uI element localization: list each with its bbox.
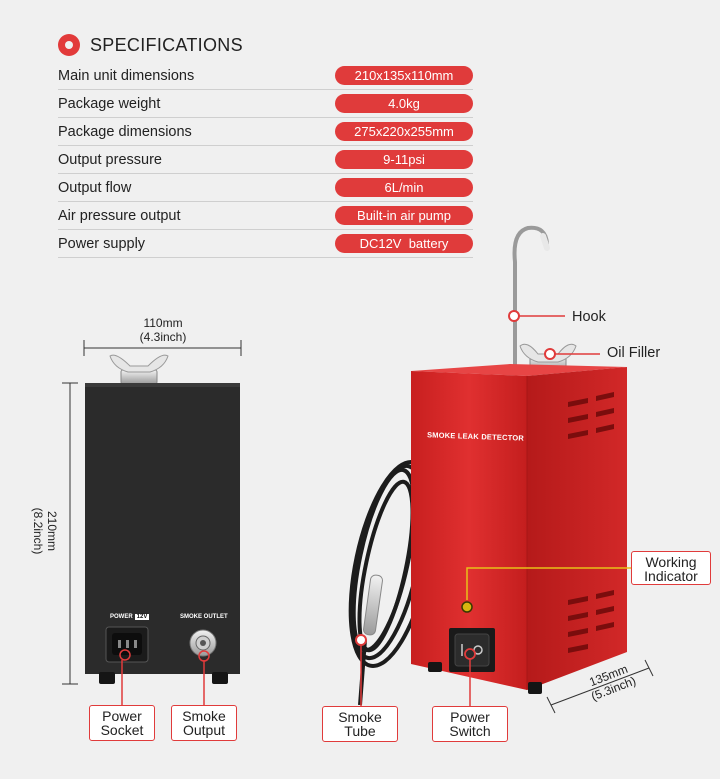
spec-label: Air pressure output — [58, 207, 181, 224]
callout-line1: Smoke — [182, 708, 226, 724]
callout-line2: Indicator — [644, 568, 698, 584]
spec-label: Package dimensions — [58, 123, 192, 140]
spec-row: Output flow 6L/min — [58, 174, 473, 202]
callout-line1: Power — [102, 708, 142, 724]
smoke-tube-callout: Smoke Tube — [322, 706, 398, 742]
spec-row: Output pressure 9-11psi — [58, 146, 473, 174]
spec-value-badge: 9-11psi — [335, 150, 473, 169]
width-inch: (4.3inch) — [139, 330, 187, 344]
callout-line2: Socket — [100, 722, 144, 738]
power-text: POWER — [110, 614, 133, 620]
foot — [212, 672, 228, 684]
device-side — [527, 367, 627, 690]
callout-line1: Smoke — [338, 709, 382, 725]
hook-label: Hook — [572, 309, 606, 325]
spec-label: Output pressure — [58, 151, 162, 168]
spec-row: Air pressure output Built-in air pump — [58, 202, 473, 230]
power-panel-label: POWER 12V — [110, 614, 150, 620]
smoke-outlet-panel-label: SMOKE OUTLET — [180, 614, 228, 620]
back-panel — [85, 383, 240, 674]
foot — [528, 682, 542, 694]
spec-row: Package weight 4.0kg — [58, 90, 473, 118]
power-voltage-badge: 12V — [134, 614, 150, 620]
width-mm: 110mm — [143, 316, 183, 330]
foot — [99, 672, 115, 684]
indicator-light — [461, 601, 473, 613]
width-dimension-label: 110mm (4.3inch) — [133, 316, 193, 344]
callout-line2: Switch — [449, 723, 491, 739]
oil-filler-marker — [544, 348, 556, 360]
spec-label: Power supply — [58, 235, 146, 252]
height-mm: 210mm — [45, 510, 59, 551]
spec-row: Package dimensions 275x220x255mm — [58, 118, 473, 146]
specifications-title: SPECIFICATIONS — [90, 34, 243, 55]
spec-value-badge: 6L/min — [335, 178, 473, 197]
spec-value-badge: Built-in air pump — [335, 206, 473, 225]
specifications-header: SPECIFICATIONS — [58, 34, 243, 56]
smoke-output-callout: Smoke Output — [171, 705, 237, 741]
callout-line2: Output — [182, 722, 226, 738]
power-switch-callout: Power Switch — [432, 706, 508, 742]
specifications-table: Main unit dimensions 210x135x110mm Packa… — [58, 62, 473, 258]
power-socket-callout: Power Socket — [89, 705, 155, 741]
width-dimension-line — [83, 340, 242, 356]
spec-label: Package weight — [58, 95, 161, 112]
smoke-tube-marker — [355, 634, 367, 646]
spec-value-badge: 275x220x255mm — [335, 122, 473, 141]
oil-filler-label: Oil Filler — [607, 345, 661, 361]
foot — [428, 662, 442, 672]
spec-value-badge: 4.0kg — [335, 94, 473, 113]
callout-line2: Tube — [344, 723, 376, 739]
callout-line-working-indicator — [466, 567, 631, 600]
spec-row: Power supply DC12V battery — [58, 230, 473, 258]
wing-nut-back — [109, 354, 169, 385]
power-socket — [105, 626, 149, 663]
ring-icon — [58, 34, 80, 56]
device-front — [411, 371, 527, 690]
callout-line1: Working — [645, 554, 697, 570]
spec-label: Main unit dimensions — [58, 67, 195, 84]
height-dimension-line — [62, 382, 78, 685]
side-vents — [568, 392, 614, 653]
spec-value-badge: DC12V battery — [335, 234, 473, 253]
hook — [512, 225, 550, 370]
device-top — [411, 364, 627, 376]
height-dimension-label: 210mm (8.2inch) — [31, 496, 59, 566]
hook-marker — [508, 310, 520, 322]
callout-line1: Power — [450, 709, 490, 725]
height-inch: (8.2inch) — [31, 507, 45, 555]
depth-dimension-line — [546, 659, 654, 714]
spec-value-badge: 210x135x110mm — [335, 66, 473, 85]
spec-label: Output flow — [58, 179, 132, 196]
working-indicator-callout: Working Indicator — [631, 551, 711, 585]
spec-row: Main unit dimensions 210x135x110mm — [58, 62, 473, 90]
